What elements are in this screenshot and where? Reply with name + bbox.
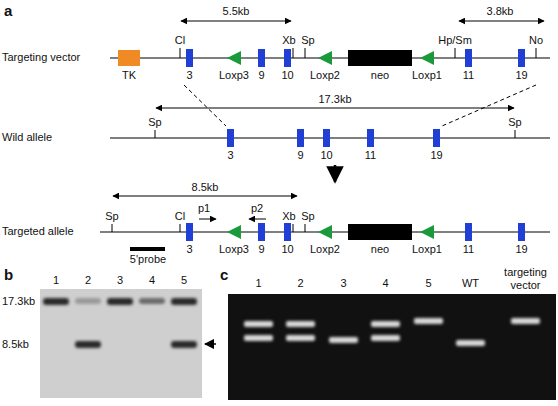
primer-label: p1 (198, 202, 210, 215)
wild-allele-map (110, 108, 550, 147)
row-label: Targeting vector (2, 51, 80, 64)
panel-letter: c (220, 266, 228, 283)
exon-number: 3 (227, 149, 233, 162)
exon-number: 9 (258, 243, 264, 256)
exon-number: 3 (186, 243, 192, 256)
lane-number: 4 (149, 274, 155, 287)
row-label: Wild allele (2, 131, 52, 144)
site-label: Xb (282, 34, 295, 47)
homology-line (184, 85, 226, 126)
lane-number: 4 (382, 277, 388, 290)
size-label: 5.5kb (223, 5, 250, 18)
exon-number: 10 (281, 243, 293, 256)
lane-number: 1 (255, 277, 261, 290)
loxp-label: Loxp2 (310, 243, 340, 256)
site-label: Cl (175, 210, 185, 223)
lane-number: WT (462, 277, 479, 290)
loxp-label: Loxp2 (310, 69, 340, 82)
gene-label: neo (371, 243, 389, 256)
loxp-label: Loxp3 (219, 243, 249, 256)
loxp-label: Loxp1 (412, 69, 442, 82)
loxp-label: Loxp3 (219, 69, 249, 82)
exon-number: 9 (258, 69, 264, 82)
exon-number: 10 (281, 69, 293, 82)
size-label: 17.3kb (2, 295, 35, 308)
southern-blot (40, 289, 216, 398)
size-label: 3.8kb (487, 5, 514, 18)
exon-number: 9 (297, 149, 303, 162)
pcr-gel (228, 294, 556, 400)
lane-number: 3 (117, 274, 123, 287)
site-label: Sp (148, 116, 161, 129)
targeted-allele-map (100, 196, 550, 251)
site-label: Xb (282, 210, 295, 223)
exon-number: 3 (186, 69, 192, 82)
targeting-vector-map (110, 21, 550, 67)
exon-number: 19 (430, 149, 442, 162)
homology-line (442, 85, 536, 126)
site-label: Hp/Sm (438, 34, 472, 47)
lane-number: 1 (53, 274, 59, 287)
size-label: 17.3kb (318, 93, 351, 106)
lane-number: 5 (181, 274, 187, 287)
exon-number: 10 (320, 149, 332, 162)
site-label: No (529, 34, 543, 47)
primer-label: p2 (251, 202, 263, 215)
exon-number: 19 (515, 243, 527, 256)
recombination-arrow (334, 165, 337, 182)
lane-label: targeting vector (497, 266, 555, 292)
size-label: 8.5kb (192, 181, 219, 194)
gene-label: TK (122, 69, 136, 82)
exon-number: 19 (515, 69, 527, 82)
lane-number: 3 (340, 277, 346, 290)
site-label: Sp (105, 210, 118, 223)
site-label: Sp (301, 34, 314, 47)
exon-number: 11 (463, 69, 474, 82)
site-label: Sp (301, 210, 314, 223)
exon-number: 11 (463, 243, 474, 256)
lane-number: 5 (425, 277, 431, 290)
gene-label: neo (371, 69, 389, 82)
panel-letter: b (4, 266, 13, 283)
lane-number: 2 (297, 277, 303, 290)
site-label: Cl (175, 34, 185, 47)
row-label: Targeted allele (2, 225, 74, 238)
site-label: Sp (508, 116, 521, 129)
probe-label: 5'probe (130, 253, 166, 266)
lane-number: 2 (85, 274, 91, 287)
loxp-label: Loxp1 (412, 243, 442, 256)
size-label: 8.5kb (2, 338, 29, 351)
panel-letter: a (4, 2, 12, 19)
exon-number: 11 (365, 149, 376, 162)
